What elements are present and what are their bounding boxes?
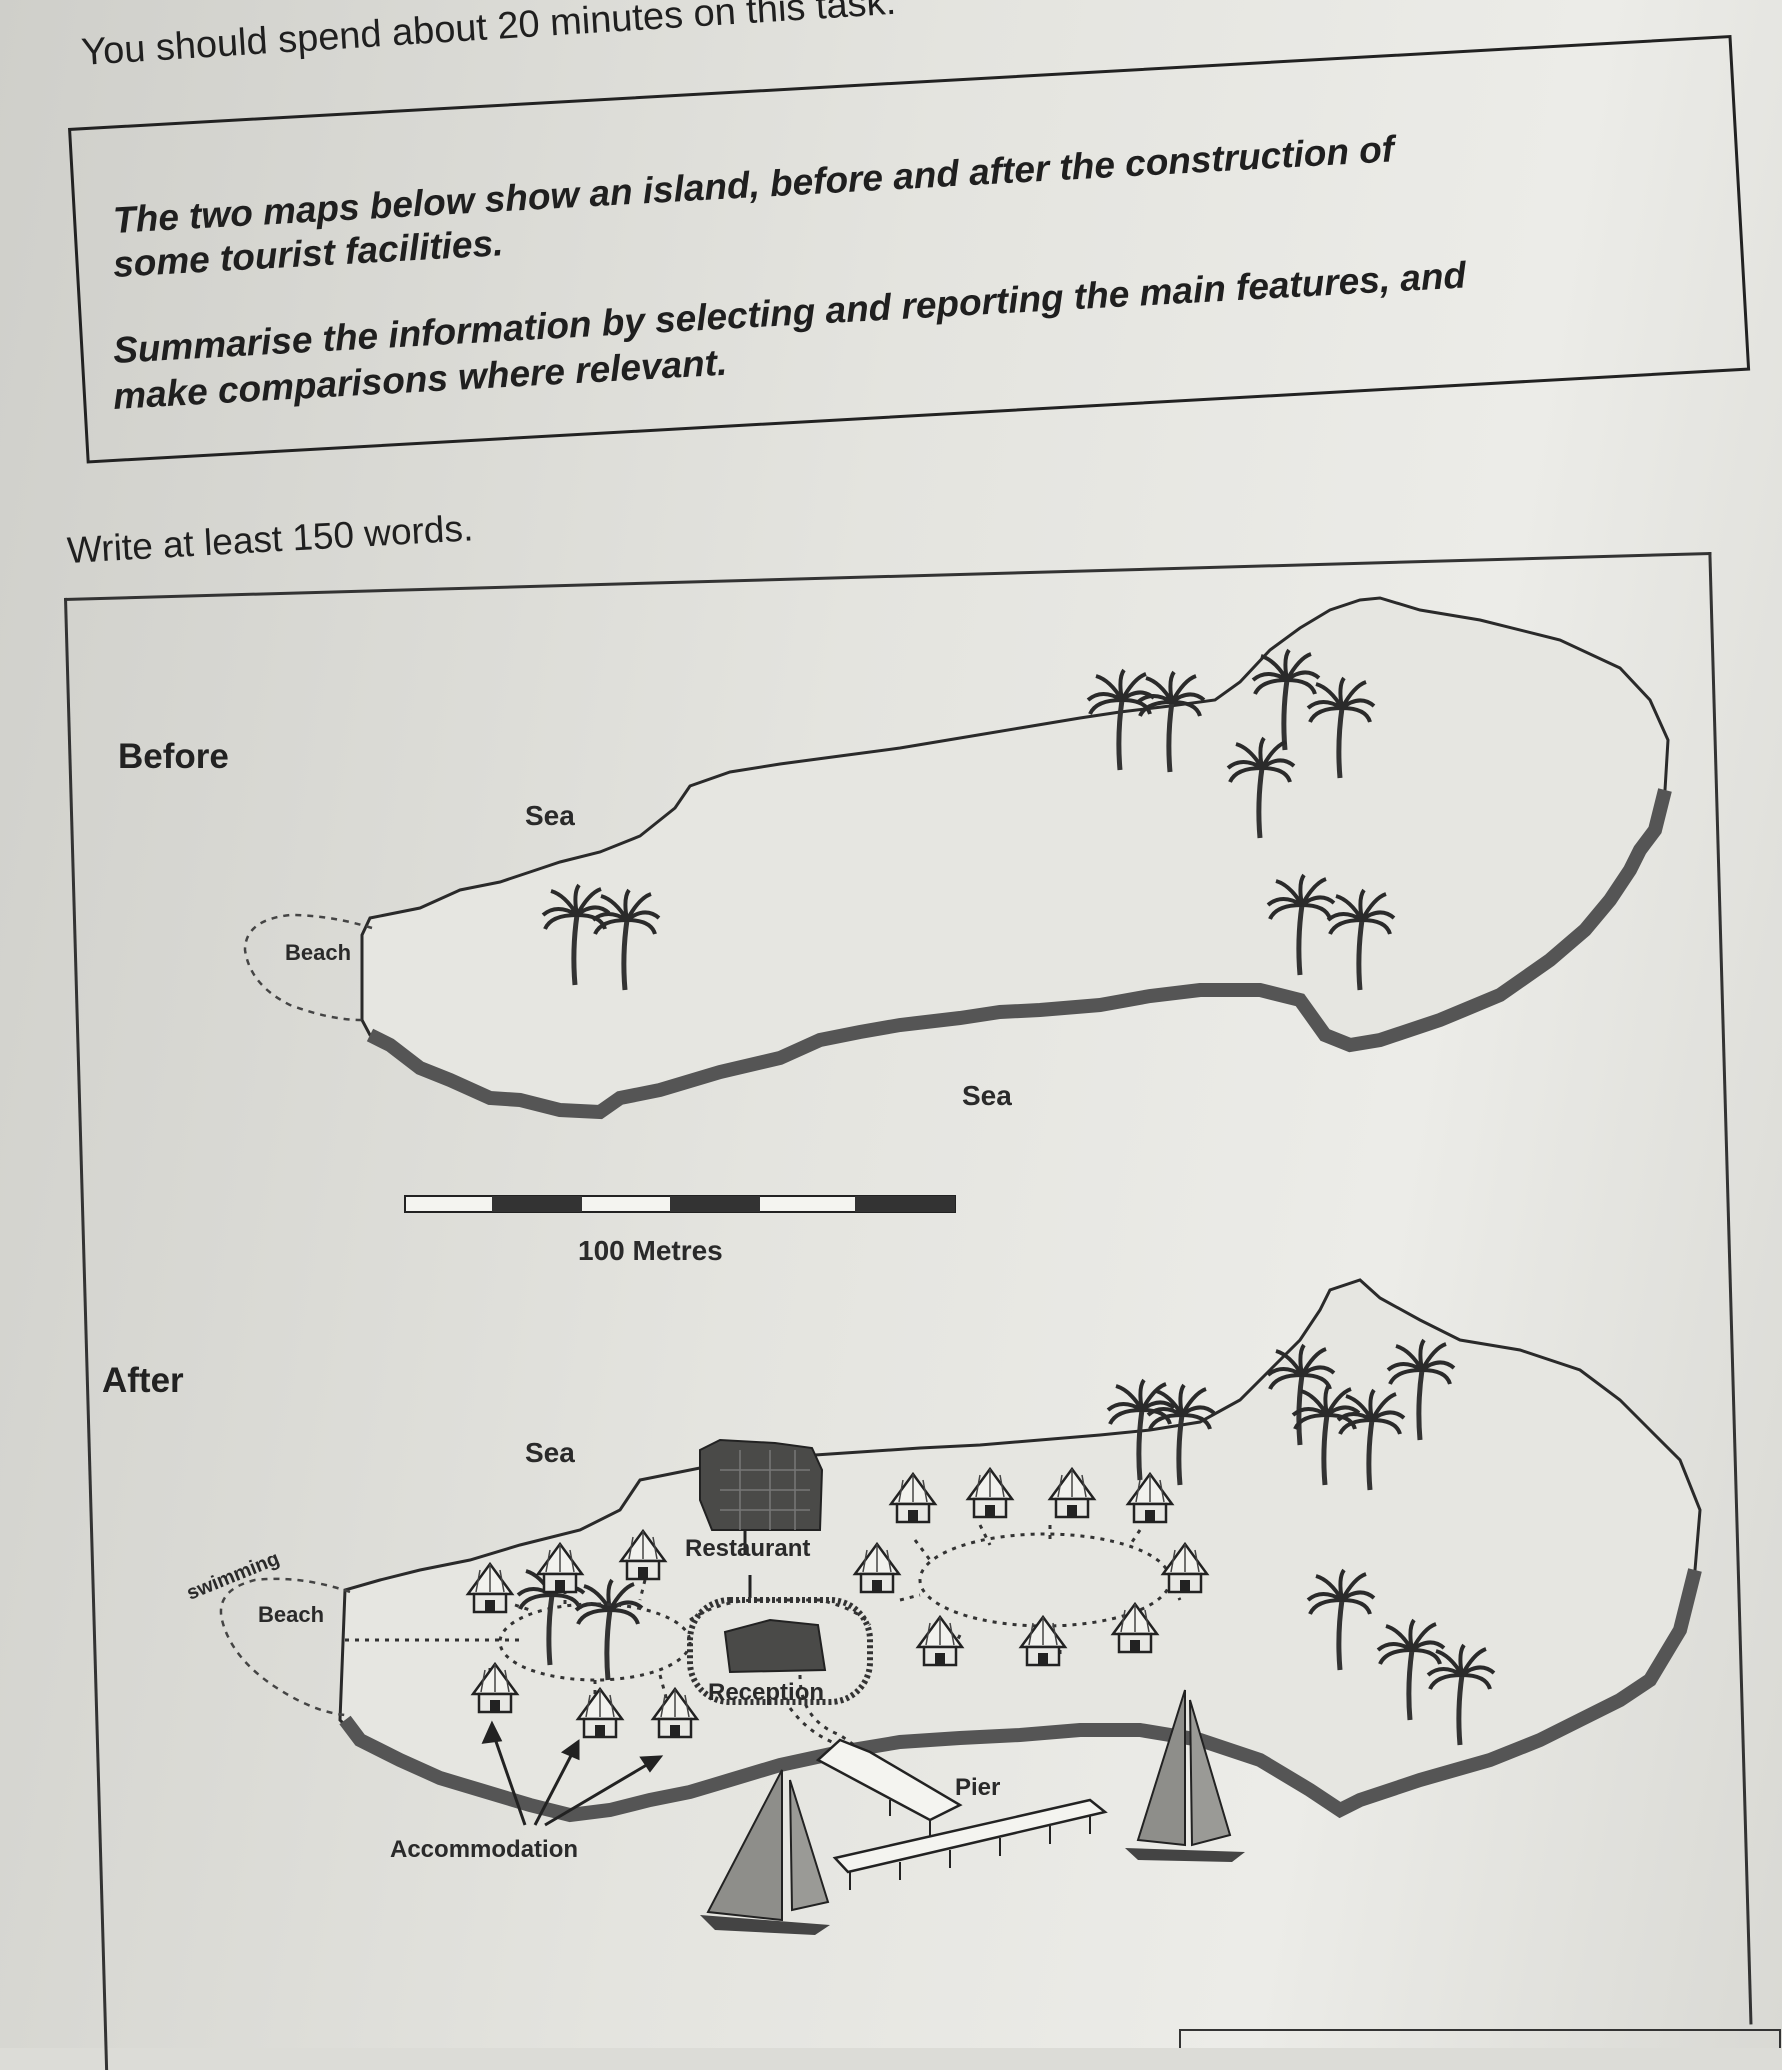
reception-label: Reception	[708, 1679, 824, 1706]
reception-building	[723, 1618, 827, 1674]
sailboat-icon	[700, 1769, 830, 1935]
before-map-title: Before	[118, 737, 229, 776]
reception-enclosure	[687, 1597, 873, 1705]
scale-label: 100 Metres	[578, 1235, 723, 1266]
after-sea-label: Sea	[525, 1437, 575, 1468]
after-beach-outline	[219, 1577, 351, 1717]
after-map-title: After	[102, 1361, 184, 1400]
before-sea-label-top: Sea	[525, 800, 575, 831]
accommodation-arrows	[481, 1720, 664, 1827]
accommodation-label: Accommodation	[390, 1836, 578, 1863]
scale-bar: 100 Metres	[404, 1195, 956, 1266]
after-cliff-edge	[339, 1568, 1702, 1823]
answer-box-edge	[1179, 2029, 1781, 2048]
after-map: After	[102, 1278, 1702, 1935]
reception-pier-path	[788, 1707, 841, 1747]
sailboat-icon	[1125, 1689, 1245, 1862]
restaurant-building	[699, 1438, 824, 1555]
swimming-label: swimming	[184, 1548, 283, 1605]
pier	[815, 1738, 1108, 1890]
restaurant-label: Restaurant	[685, 1535, 810, 1562]
before-island-outline	[360, 596, 1670, 1114]
before-sea-label-bottom: Sea	[962, 1080, 1012, 1111]
before-beach-outline	[243, 913, 373, 1022]
after-beach-label: Beach	[258, 1602, 324, 1627]
pier-label: Pier	[955, 1774, 1000, 1801]
before-beach-label: Beach	[285, 940, 351, 965]
before-map: Before Sea Beach Sea	[118, 596, 1672, 1120]
before-cliff-edge	[366, 788, 1672, 1120]
